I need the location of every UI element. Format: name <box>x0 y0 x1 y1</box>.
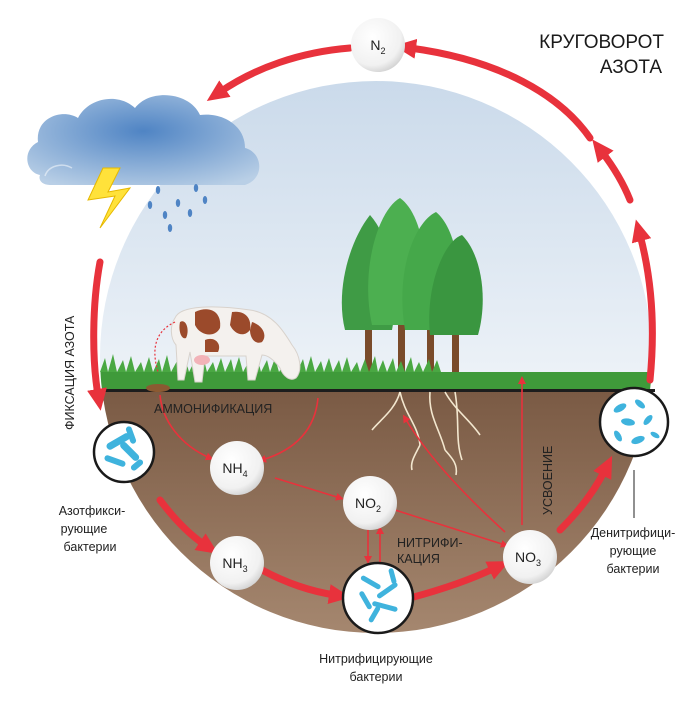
cycle-arrows <box>87 38 656 604</box>
caption-fixing-3: бактерии <box>64 540 117 554</box>
arrow-no3-to-denitrifiers <box>556 455 613 534</box>
arrow-to-n2 <box>394 38 594 142</box>
inner-arrows <box>159 376 526 564</box>
cloud-icon <box>27 95 260 185</box>
arrow-n2-to-cloud <box>206 44 354 102</box>
svg-text:NH4: NH4 <box>222 460 247 479</box>
arrow-fixation <box>87 258 107 411</box>
arrow-cow-to-nh4 <box>159 394 214 461</box>
arrow-no2-to-no3 <box>394 509 509 548</box>
caption-fixing-2: рующие <box>61 522 108 536</box>
arrow-nh3-to-nitrifiers <box>258 566 351 604</box>
node-n2: N2 <box>351 18 405 72</box>
label-nitrification-1: НИТРИФИ- <box>397 536 463 550</box>
bacteria-fixing <box>92 420 156 484</box>
arrow-ammonification-to-nh4 <box>258 397 319 463</box>
arrow-no3-to-roots <box>402 414 506 533</box>
cow <box>146 306 301 392</box>
caption-nitrifying-2: бактерии <box>350 670 403 684</box>
caption-nitrifying-1: Нитрифицирующие <box>319 652 433 666</box>
bacteria-denitrifying <box>598 386 670 458</box>
caption-denitrifying-1: Денитрифици- <box>591 526 676 540</box>
arrow-nitrifiers-to-no3 <box>406 561 510 602</box>
caption-fixing-1: Азотфикси- <box>59 504 126 518</box>
roots <box>371 391 481 476</box>
title-line2: АЗОТА <box>600 57 662 78</box>
label-ammonification: АММОНИФИКАЦИЯ <box>154 402 272 416</box>
svg-text:NO3: NO3 <box>515 549 541 568</box>
trees <box>341 198 483 375</box>
arrow-nh4-to-no2 <box>274 477 344 501</box>
arrow-fixers-to-nh3 <box>156 496 219 554</box>
svg-text:NO2: NO2 <box>355 495 381 514</box>
label-fixation: ФИКСАЦИЯ АЗОТА <box>63 315 77 430</box>
arrow-denitrifiers-up <box>631 219 656 384</box>
node-nh3: NH3 <box>210 536 264 590</box>
bacteria-nitrifying <box>341 561 415 635</box>
label-assimilation: УСВОЕНИЕ <box>541 446 555 515</box>
lightning-icon <box>87 167 132 229</box>
label-nitrification-2: КАЦИЯ <box>397 552 440 566</box>
svg-text:N2: N2 <box>370 37 385 56</box>
arrow-right-top <box>592 139 634 204</box>
node-nh4: NH4 <box>210 441 264 495</box>
rain-drops <box>147 184 208 232</box>
caption-denitrifying-2: рующие <box>610 544 657 558</box>
caption-denitrifying-3: бактерии <box>607 562 660 576</box>
title-line1: КРУГОВОРОТ <box>539 32 664 53</box>
node-no3: NO3 <box>503 530 557 584</box>
svg-text:NH3: NH3 <box>222 555 247 574</box>
node-no2: NO2 <box>343 476 397 530</box>
